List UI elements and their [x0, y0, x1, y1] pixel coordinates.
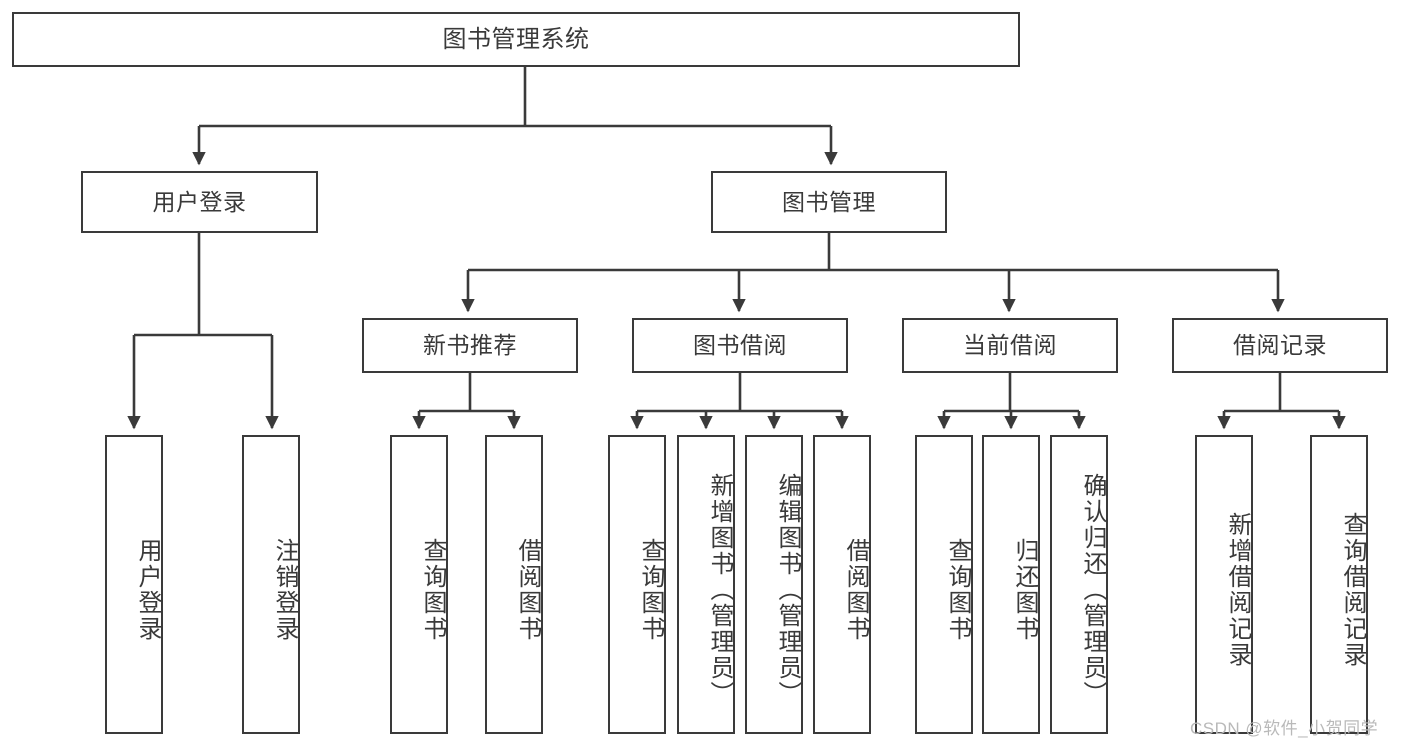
node-root-system[interactable]: 图书管理系统	[12, 12, 1020, 67]
csdn-watermark: CSDN @软件_小贺同学	[1190, 719, 1379, 738]
node-new-book-recommend[interactable]: 新书推荐	[362, 318, 578, 373]
node-book-management[interactable]: 图书管理	[711, 171, 947, 233]
node-book-borrow[interactable]: 图书借阅	[632, 318, 848, 373]
leaf-confirm-return-admin[interactable]: 确认归还（管理员）	[1050, 435, 1108, 734]
leaf-logout-login[interactable]: 注销登录	[242, 435, 300, 734]
leaf-query-book-newbook[interactable]: 查询图书	[390, 435, 448, 734]
leaf-add-book-admin[interactable]: 新增图书（管理员）	[677, 435, 735, 734]
leaf-return-book[interactable]: 归还图书	[982, 435, 1040, 734]
leaf-add-borrow-record[interactable]: 新增借阅记录	[1195, 435, 1253, 734]
leaf-borrow-book-newbook[interactable]: 借阅图书	[485, 435, 543, 734]
leaf-query-borrow-record[interactable]: 查询借阅记录	[1310, 435, 1368, 734]
leaf-borrow-book[interactable]: 借阅图书	[813, 435, 871, 734]
node-current-borrow[interactable]: 当前借阅	[902, 318, 1118, 373]
leaf-query-book-borrow[interactable]: 查询图书	[608, 435, 666, 734]
leaf-user-login[interactable]: 用户登录	[105, 435, 163, 734]
node-user-login[interactable]: 用户登录	[81, 171, 318, 233]
leaf-query-book-current[interactable]: 查询图书	[915, 435, 973, 734]
node-borrow-record[interactable]: 借阅记录	[1172, 318, 1388, 373]
leaf-edit-book-admin[interactable]: 编辑图书（管理员）	[745, 435, 803, 734]
